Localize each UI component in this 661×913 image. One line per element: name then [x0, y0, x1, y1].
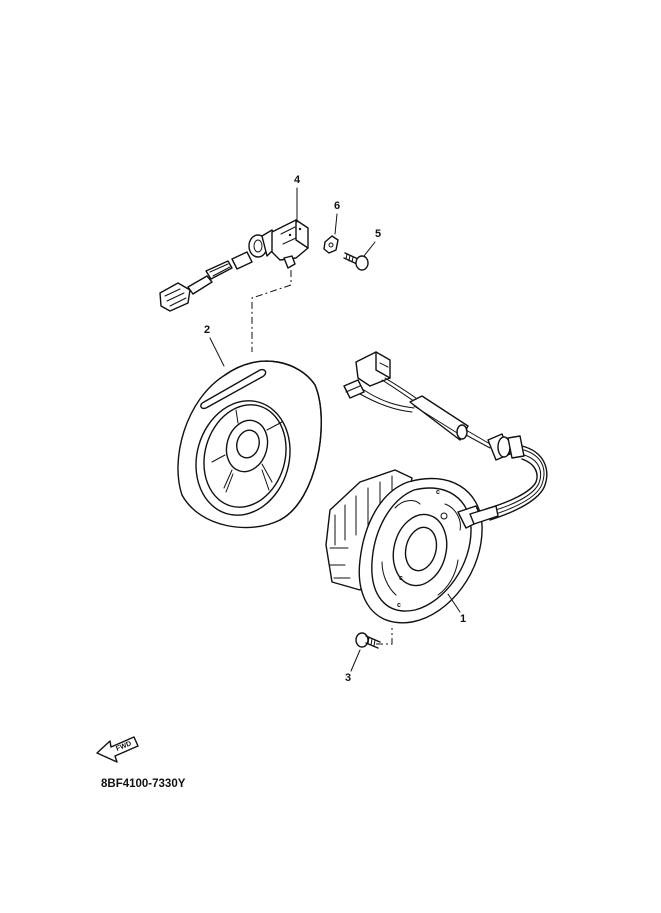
svg-text:c: c	[436, 489, 440, 496]
callout-6: 6	[334, 200, 340, 212]
rotor-part	[177, 360, 322, 529]
callout-5: 5	[375, 228, 381, 240]
callout-2: 2	[204, 324, 210, 336]
callout-3: 3	[345, 672, 351, 684]
washer-part	[323, 235, 339, 254]
svg-text:c: c	[397, 602, 401, 609]
callout-4: 4	[294, 174, 301, 186]
alignment-line-pulser	[251, 270, 292, 352]
callout-1: 1	[460, 613, 466, 625]
drawing-code: 8BF4100-7330Y	[101, 778, 186, 790]
svg-text:c: c	[399, 575, 403, 582]
alignment-line-stator	[376, 628, 393, 645]
wire-harness	[343, 351, 548, 521]
screw-stator-part	[355, 632, 381, 649]
fwd-arrow-icon: FWD	[96, 736, 139, 763]
screw-pulser-part	[343, 252, 369, 271]
pulser-coil-assembly	[159, 219, 309, 312]
stator-part: c c c	[325, 469, 499, 624]
